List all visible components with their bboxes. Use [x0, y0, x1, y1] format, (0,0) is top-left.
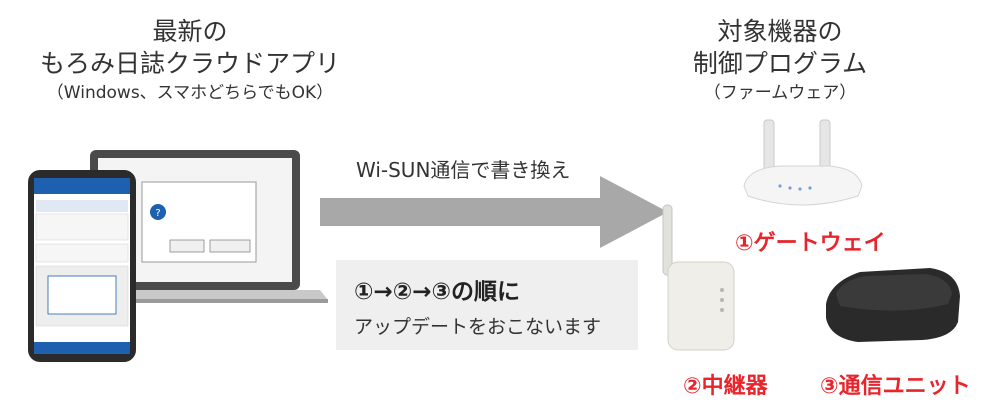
gateway-label: ①ゲートウェイ: [735, 231, 886, 256]
app-title-line2: もろみ日誌クラウドアプリ: [39, 49, 340, 78]
info-order-text: ①→②→③の順に: [354, 279, 520, 305]
unit-label: ③通信ユニット: [820, 374, 971, 399]
info-update-text: アップデートをおこないます: [354, 316, 602, 338]
gateway-device: [743, 119, 863, 206]
firmware-subtitle: （ファームウェア）: [703, 83, 857, 103]
app-title-line1: 最新の: [152, 17, 228, 46]
firmware-title: 対象機器の 制御プログラム: [660, 16, 900, 80]
relay-label: ②中継器: [683, 374, 768, 399]
firmware-title-line2: 制御プログラム: [692, 49, 868, 78]
app-title: 最新の もろみ日誌クラウドアプリ: [0, 16, 380, 80]
svg-text:?: ?: [155, 208, 160, 219]
firmware-title-line1: 対象機器の: [717, 17, 843, 46]
relay-device: [662, 204, 735, 351]
comm-unit-device: [826, 268, 960, 342]
update-arrow: [320, 176, 668, 248]
phone-illustration: [28, 170, 136, 362]
arrow-label: Wi-SUN通信で書き換え: [356, 158, 571, 182]
info-box: [336, 260, 638, 350]
app-subtitle: （Windows、スマホどちらでもOK）: [46, 83, 334, 103]
